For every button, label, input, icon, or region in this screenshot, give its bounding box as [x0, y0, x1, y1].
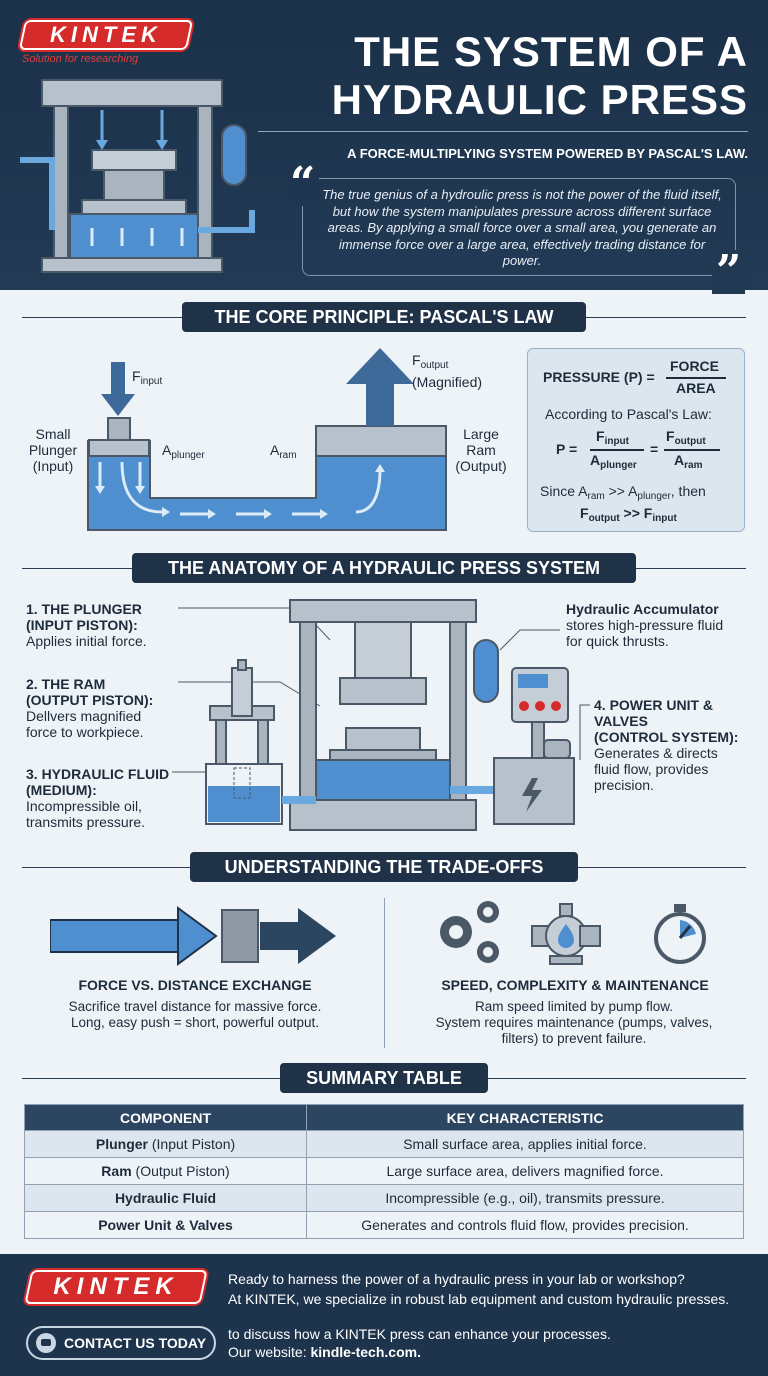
table-cell-characteristic: Small surface area, applies initial forc… [306, 1130, 744, 1158]
title-line-2: HYDRAULIC PRESS [331, 76, 748, 123]
label-ram: 2. THE RAM (OUTPUT PISTON): Dellvers mag… [26, 676, 154, 740]
table-header-component: COMPONENT [24, 1104, 307, 1131]
page-title: THE SYSTEM OF A HYDRAULIC PRESS [270, 28, 748, 124]
tradeoff-left-title: FORCE VS. DISTANCE EXCHANGE [78, 977, 312, 993]
tradeoffs-divider [384, 898, 385, 1048]
formula-fraction-line-2 [590, 449, 644, 451]
quote-close-icon: ” [712, 250, 746, 294]
table-row: Hydraulic Fluid Incompressible (e.g., oi… [24, 1184, 744, 1212]
formula-fraction-line [666, 377, 726, 379]
footer-line-1: Ready to harness the power of a hydrauli… [228, 1271, 685, 1287]
pump-icon [531, 903, 601, 965]
table-cell-characteristic: Large surface area, delivers magnified f… [306, 1157, 744, 1185]
formula-p-eq: P = [556, 441, 578, 457]
table-cell-component: Hydraulic Fluid [24, 1184, 307, 1212]
tradeoff-right-title: SPEED, COMPLEXITY & MAINTENANCE [441, 977, 709, 993]
label-a-plunger: Aplunger [162, 442, 205, 461]
chat-icon [36, 1333, 56, 1353]
formula-a-ram: Aram [674, 452, 703, 471]
label-large-ram: Large Ram (Output) [455, 426, 507, 474]
quote-text: The true genius of a hydroulic press is … [322, 187, 722, 268]
formula-according: According to Pascal's Law: [545, 406, 712, 422]
label-hydraulic-fluid: 3. HYDRAULIC FLUID (MEDIUM): Incompressi… [26, 766, 170, 830]
table-cell-characteristic: Incompressible (e.g., oil), transmits pr… [306, 1184, 744, 1212]
table-row: Power Unit & Valves Generates and contro… [24, 1211, 744, 1239]
tradeoff-right-text: Ram speed limited by pump flow. System r… [435, 999, 713, 1046]
quote-box [302, 178, 736, 276]
formula-since: Since Aram >> Aplunger, then [540, 483, 706, 502]
logo-text: KINTEK [50, 22, 162, 47]
footer-line-2: At KINTEK, we specialize in robust lab e… [228, 1291, 730, 1307]
anatomy-illustration [172, 599, 590, 831]
formula-eq: = [650, 441, 659, 457]
section-title-pascal: THE CORE PRINCIPLE: PASCAL'S LAW [182, 302, 586, 332]
logo-tagline: Solution for researching [22, 53, 139, 65]
gears-icon [440, 901, 499, 963]
table-cell-characteristic: Generates and controls fluid flow, provi… [306, 1211, 744, 1239]
maintenance-icons [440, 901, 706, 965]
summary-table: COMPONENT KEY CHARACTERISTIC Plunger (In… [24, 1104, 744, 1239]
footer-line-3: to discuss how a KINTEK press can enhanc… [228, 1326, 611, 1342]
label-a-ram: Aram [270, 442, 297, 461]
label-f-output: Foutput (Magnified) [412, 352, 483, 390]
label-accumulator: Hydraulic Accumulator stores high-pressu… [566, 601, 724, 649]
formula-f-output: Foutput [666, 428, 706, 447]
website-link[interactable]: kindle-tech.com. [310, 1344, 421, 1360]
table-row: Plunger (Input Piston) Small surface are… [24, 1130, 744, 1158]
footer-logo-text: KINTEK [53, 1273, 179, 1300]
label-f-input: Finput [132, 368, 163, 387]
formula-f-input: Finput [596, 428, 629, 447]
title-line-1: THE SYSTEM OF A [354, 28, 748, 75]
formula-a-plunger: Aplunger [590, 452, 637, 471]
label-power-unit: 4. POWER UNIT & VALVES (CONTROL SYSTEM):… [594, 697, 739, 793]
section-title-anatomy: THE ANATOMY OF A HYDRAULIC PRESS SYSTEM [132, 553, 636, 583]
tradeoff-left-text: Sacrifice travel distance for massive fo… [68, 999, 322, 1030]
formula-fraction-line-3 [664, 449, 720, 451]
hero-press-illustration [20, 79, 255, 273]
table-cell-component: Plunger (Input Piston) [24, 1130, 307, 1158]
pascal-diagram [87, 348, 447, 531]
title-divider [258, 131, 748, 132]
contact-us-button[interactable]: CONTACT US TODAY [26, 1326, 216, 1360]
section-title-summary: SUMMARY TABLE [280, 1063, 488, 1093]
formula-area: AREA [676, 380, 716, 396]
table-cell-component: Power Unit & Valves [24, 1211, 307, 1239]
table-header-row: COMPONENT KEY CHARACTERISTIC [24, 1104, 744, 1131]
formula-then: Foutput >> Finput [580, 505, 677, 524]
footer-website: Our website: kindle-tech.com. [228, 1344, 421, 1360]
formula-force: FORCE [670, 358, 719, 374]
quote-open-icon: “ [286, 162, 320, 206]
label-small-plunger: Small Plunger (Input) [28, 426, 78, 474]
formula-pressure: PRESSURE (P) = [543, 369, 655, 385]
table-header-characteristic: KEY CHARACTERISTIC [306, 1104, 744, 1131]
page-subtitle: A FORCE-MULTIPLYING SYSTEM POWERED BY PA… [347, 146, 748, 161]
label-plunger: 1. THE PLUNGER (INPUT PISTON): Applies i… [26, 601, 147, 649]
force-distance-arrows-icon [50, 906, 336, 966]
section-title-tradeoffs: UNDERSTANDING THE TRADE-OFFS [190, 852, 578, 882]
table-row: Ram (Output Piston) Large surface area, … [24, 1157, 744, 1185]
formula-box [527, 348, 745, 532]
table-cell-component: Ram (Output Piston) [24, 1157, 307, 1185]
stopwatch-icon [654, 904, 706, 964]
